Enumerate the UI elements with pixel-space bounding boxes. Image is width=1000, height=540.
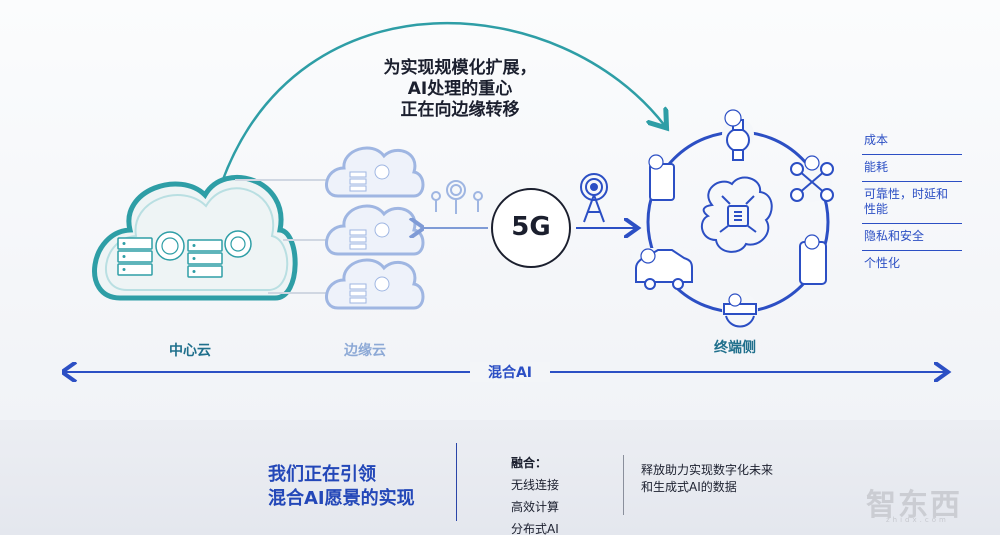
brain-icon <box>700 176 773 253</box>
bottom-title-line: 混合AI愿景的实现 <box>268 488 415 509</box>
headline-line: 正在向边缘转移 <box>400 100 520 120</box>
fusion-item: 高效计算 <box>511 500 560 514</box>
smartphone-icon <box>799 234 827 285</box>
tablet-icon <box>648 154 675 201</box>
car-icon <box>632 248 693 290</box>
hybrid-ai-label: 混合AI <box>470 362 550 382</box>
release-line: 释放助力实现数字化未来 <box>641 463 774 477</box>
factor-item: 成本 <box>862 128 962 155</box>
edge-cloud-icon <box>325 146 425 198</box>
shift-arc <box>220 21 665 183</box>
factor-item: 隐私和安全 <box>862 224 962 251</box>
fusion-heading: 融合： <box>511 456 548 470</box>
bottom-banner <box>0 420 1000 535</box>
factor-list: 成本 能耗 可靠性，时延和 性能 隐私和安全 个性化 <box>862 128 962 277</box>
cloud-connectors <box>235 179 330 294</box>
release-line: 和生成式AI的数据 <box>641 480 737 494</box>
wireless-signal-icon <box>431 180 483 214</box>
vr-headset-icon <box>722 292 758 328</box>
headline-line: AI处理的重心 <box>407 79 513 99</box>
fusion-item: 分布式AI <box>511 522 559 536</box>
headline-line: 为实现规模化扩展， <box>383 58 537 78</box>
bottom-title-line: 我们正在引领 <box>268 464 376 485</box>
5g-hub <box>491 188 571 268</box>
drone-icon <box>790 155 834 202</box>
edge-cloud-icon <box>325 204 425 256</box>
watermark-logo: 智东西 <box>866 488 962 523</box>
divider <box>623 455 624 515</box>
edge-cloud-icon <box>325 258 425 310</box>
divider <box>456 443 457 521</box>
center-cloud-label: 中心云 <box>169 343 211 359</box>
watermark-url: zhidx.com <box>886 516 949 524</box>
cell-tower-icon <box>580 173 608 223</box>
factor-item: 能耗 <box>862 155 962 182</box>
edge-cloud-label: 边缘云 <box>344 343 386 359</box>
bottom-title: 我们正在引领 混合AI愿景的实现 <box>268 463 458 511</box>
fusion-list: 融合： 无线连接 高效计算 分布式AI <box>511 452 559 540</box>
release-text: 释放助力实现数字化未来 和生成式AI的数据 <box>641 462 773 496</box>
diagram-art <box>0 21 1000 420</box>
5g-label: 5G <box>511 212 551 242</box>
fusion-item: 无线连接 <box>511 478 560 492</box>
device-side-label: 终端侧 <box>714 340 756 356</box>
smartwatch-icon <box>722 109 754 161</box>
factor-item: 个性化 <box>864 256 901 270</box>
headline: 为实现规模化扩展， AI处理的重心 正在向边缘转移 <box>350 58 570 121</box>
server-icon <box>187 230 252 278</box>
server-icon <box>117 231 185 276</box>
factor-item: 可靠性，时延和 性能 <box>862 182 962 224</box>
